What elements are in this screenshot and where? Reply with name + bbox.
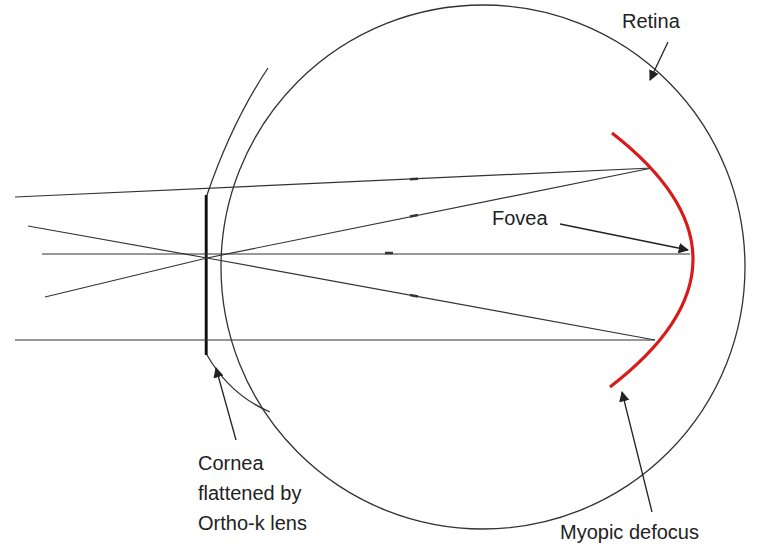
part-label: Fovea (492, 203, 572, 233)
part-label: Retina (622, 6, 742, 36)
leader-arrows (216, 42, 688, 512)
light-rays (15, 168, 690, 340)
flattened-cornea (205, 195, 208, 355)
ray-ticks (385, 179, 418, 297)
part-label: Myopic defocus (560, 517, 760, 547)
part-label: Cornea flattened by Ortho-k lens (198, 448, 338, 538)
eyeball-outline (221, 5, 745, 529)
cornea-outline (207, 68, 270, 412)
defocus-arc (610, 133, 693, 387)
